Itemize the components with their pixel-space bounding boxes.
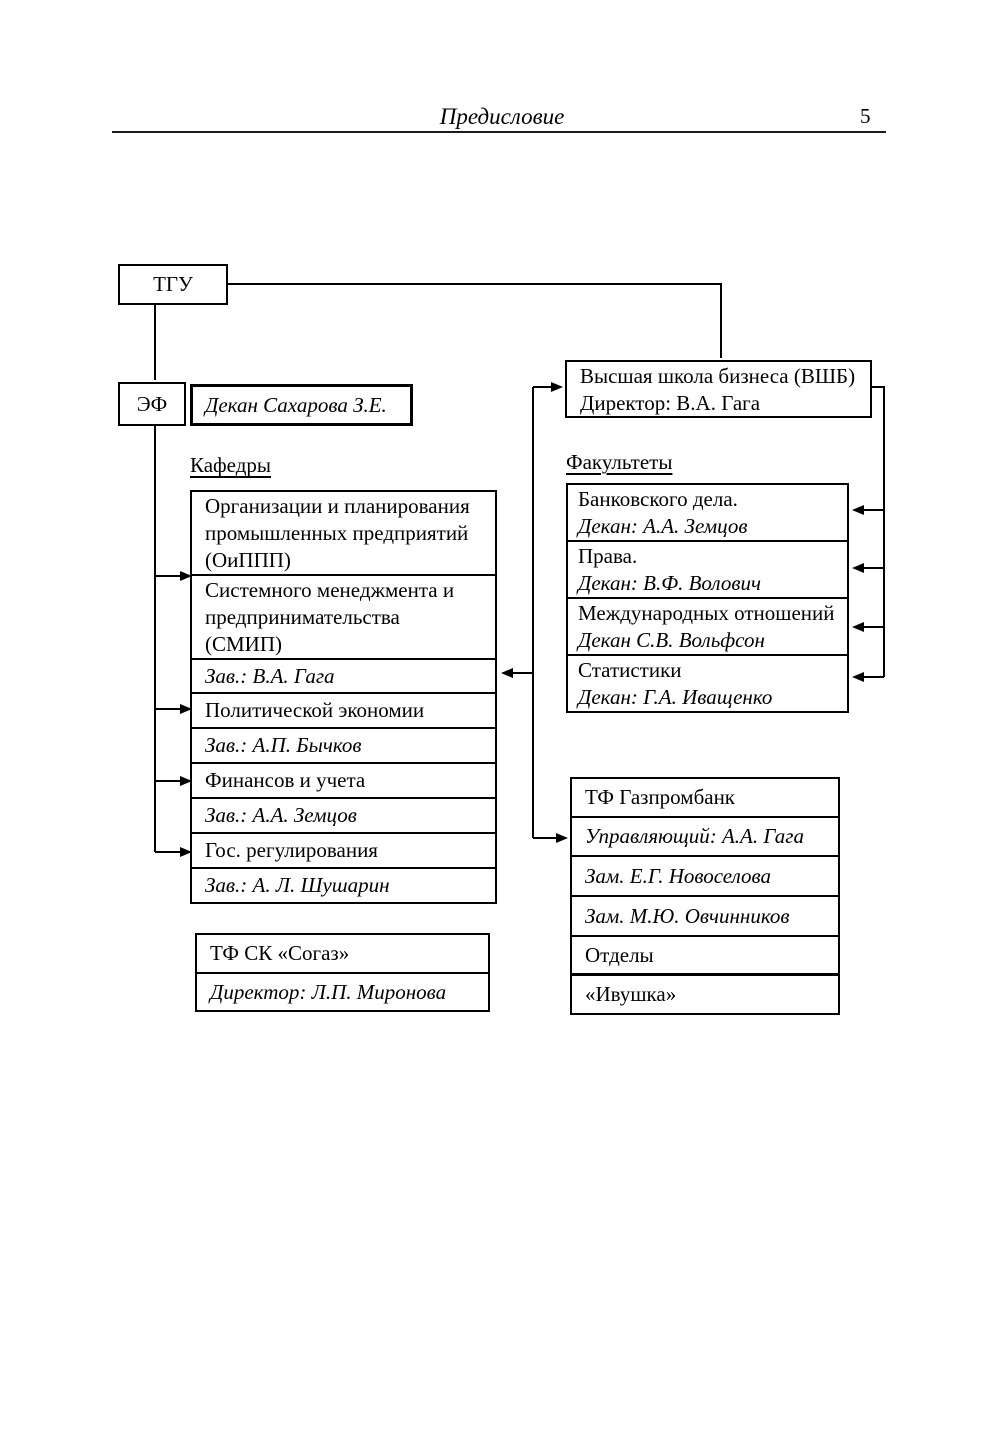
fakultet-row-bankovskogo: Банковского дела. Декан: А.А. Земцов <box>578 486 748 538</box>
fakultet-row-mezhdunarodnyh: Международных отношений Декан С.В. Вольф… <box>568 597 847 654</box>
gazprombank-row-zam-ovchinnikov: Зам. М.Ю. Овчинников <box>572 895 838 935</box>
ef-box: ЭФ <box>118 382 186 426</box>
sogaz-row-director: Директор: Л.П. Миронова <box>197 972 488 1010</box>
fakultet-row-prava: Права. Декан: В.Ф. Волович <box>568 540 847 597</box>
fakultety-heading: Факультеты <box>566 450 673 474</box>
gazprombank-row-title: ТФ Газпромбанк <box>585 785 736 809</box>
kafedra-row-oippp: Организации и планирования промышленных … <box>205 493 470 572</box>
ef-label: ЭФ <box>136 391 168 416</box>
kafedra-row-zav-gaga: Зав.: В.А. Гага <box>192 658 495 692</box>
kafedra-row-zav-zemtsov: Зав.: А.А. Земцов <box>192 797 495 832</box>
gazprombank-row-upravlyayushchiy: Управляющий: А.А. Гага <box>572 816 838 855</box>
gazprombank-row-ivushka: «Ивушка» <box>572 973 838 1013</box>
sogaz-box: ТФ СК «Согаз» Директор: Л.П. Миронова <box>195 933 490 1012</box>
kafedry-box: Организации и планирования промышленных … <box>190 490 497 904</box>
gazprombank-box: ТФ Газпромбанк Управляющий: А.А. Гага За… <box>570 777 840 1015</box>
ef-dean-label: Декан Сахарова З.Е. <box>205 392 387 417</box>
wire-tgu-to-vshb <box>228 283 722 358</box>
tgu-box: ТГУ <box>118 264 228 305</box>
kafedra-row-finansov: Финансов и учета <box>192 762 495 797</box>
kafedra-row-gosreg: Гос. регулирования <box>192 832 495 867</box>
tgu-label: ТГУ <box>153 272 193 296</box>
kafedra-row-zav-bychkov: Зав.: А.П. Бычков <box>192 727 495 762</box>
header-rule <box>112 131 886 133</box>
vshb-director: Директор: В.А. Гага <box>580 391 761 415</box>
kafedra-row-smip: Системного менеджмента и предприниматель… <box>192 574 495 658</box>
wire-vshb-rail <box>872 386 885 677</box>
kafedra-row-politekonomii: Политической экономии <box>192 692 495 727</box>
kafedry-heading: Кафедры <box>190 453 271 477</box>
gazprombank-row-otdely: Отделы <box>572 935 838 973</box>
kafedra-row-zav-shusharin: Зав.: А. Л. Шушарин <box>192 867 495 902</box>
sogaz-row-title: ТФ СК «Согаз» <box>210 941 350 965</box>
page-number: 5 <box>860 104 871 128</box>
gazprombank-row-zam-novoselova: Зам. Е.Г. Новоселова <box>572 855 838 895</box>
vshb-box: Высшая школа бизнеса (ВШБ) Директор: В.А… <box>565 360 872 418</box>
fakultet-row-statistiki: Статистики Декан: Г.А. Иващенко <box>568 654 847 711</box>
vshb-name: Высшая школа бизнеса (ВШБ) <box>580 364 856 388</box>
fakultety-box: Банковского дела. Декан: А.А. Земцов Пра… <box>566 483 849 713</box>
ef-dean-box: Декан Сахарова З.Е. <box>190 384 413 426</box>
page-header-title: Предисловие <box>439 104 565 129</box>
